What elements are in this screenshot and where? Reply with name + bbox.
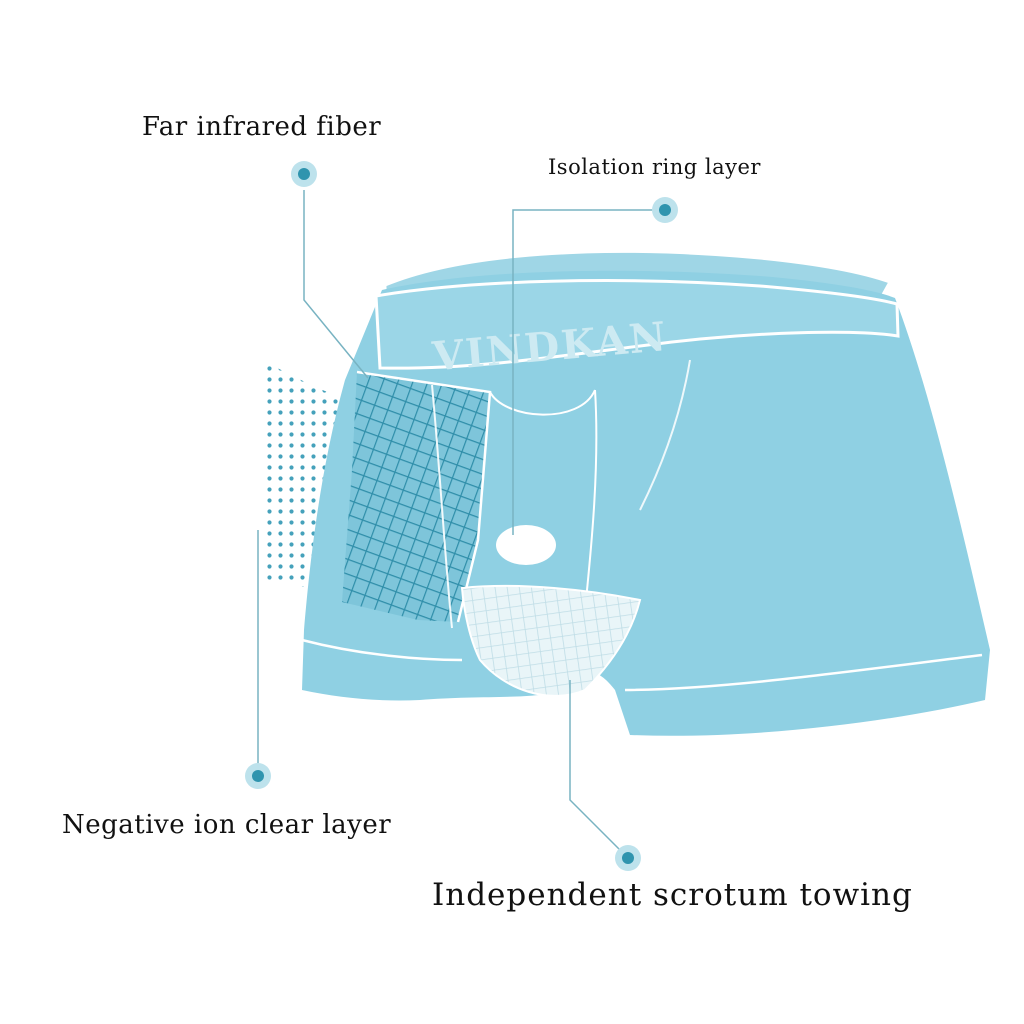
isolation-ring-dot-icon <box>652 197 678 223</box>
far-infrared-dot-icon <box>291 161 317 187</box>
label-independent-scrotum-towing: Independent scrotum towing <box>432 877 913 913</box>
far-infrared-leader <box>303 190 369 379</box>
isolation-ring-leader <box>512 209 665 535</box>
far-infrared-mesh-panel <box>342 372 490 622</box>
scrotum-towing-mesh <box>460 584 642 697</box>
isolation-ring-hole <box>496 525 556 565</box>
label-negative-ion-clear-layer: Negative ion clear layer <box>62 810 392 840</box>
callout-dots <box>245 161 678 871</box>
scrotum-towing-dot-icon <box>615 845 641 871</box>
leader-lines <box>257 190 665 859</box>
scrotum-towing-leader <box>569 680 629 859</box>
label-isolation-ring-layer: Isolation ring layer <box>548 155 761 179</box>
waistband-front <box>374 279 900 370</box>
label-far-infrared-fiber: Far infrared fiber <box>142 112 382 142</box>
negative-ion-dot-icon <box>245 763 271 789</box>
